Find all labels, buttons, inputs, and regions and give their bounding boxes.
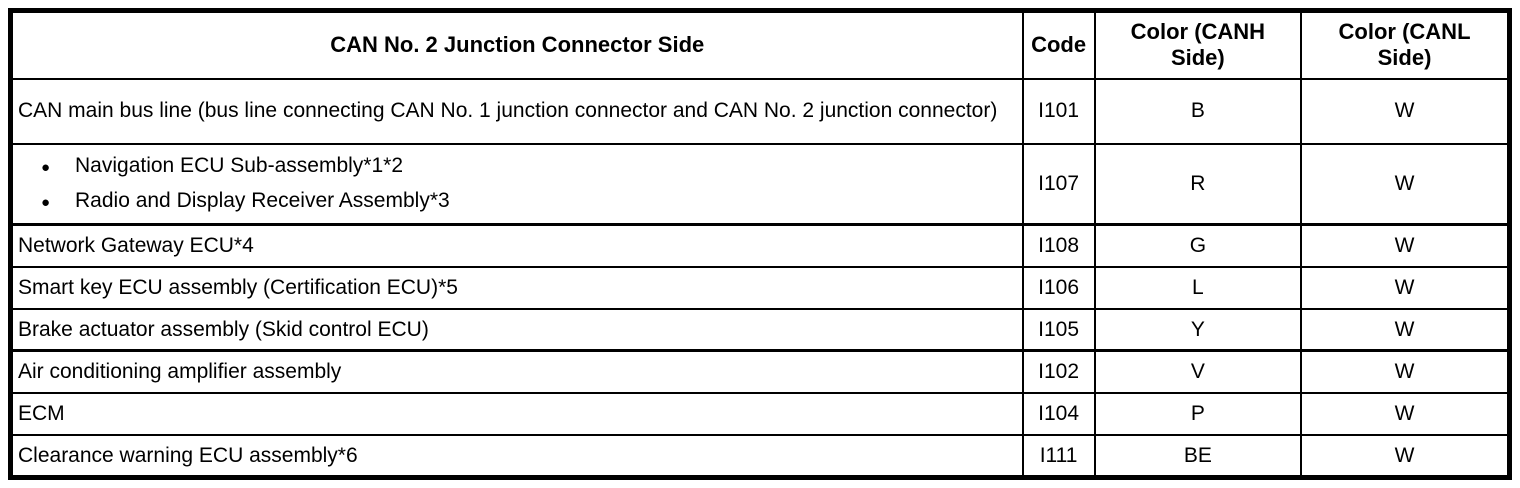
- header-connector-side-label: CAN No. 2 Junction Connector Side: [330, 32, 705, 58]
- color-canl-cell: W: [1300, 434, 1511, 479]
- color-canl-cell: W: [1300, 392, 1511, 437]
- bullet-label: Radio and Display Receiver Assembly*3: [75, 189, 450, 213]
- color-canl-cell: W: [1300, 349, 1511, 395]
- table-row: CAN main bus line (bus line connecting C…: [9, 77, 1511, 146]
- device-label: Clearance warning ECU assembly*6: [18, 443, 358, 467]
- header-color-canl-label: Color (CANL Side): [1338, 19, 1471, 71]
- table-header: CAN No. 2 Junction Connector Side Code C…: [9, 9, 1511, 80]
- code-cell: I107: [1021, 143, 1096, 227]
- bullet-list-item: ● Radio and Display Receiver Assembly*3: [41, 184, 1016, 219]
- device-label: CAN main bus line (bus line connecting C…: [18, 99, 998, 123]
- code-cell: I108: [1021, 223, 1096, 268]
- table-body: CAN main bus line (bus line connecting C…: [9, 77, 1511, 479]
- color-canl-cell: W: [1300, 143, 1511, 227]
- device-cell: Air conditioning amplifier assembly: [9, 349, 1024, 395]
- code-cell: I111: [1021, 434, 1096, 479]
- code-cell: I106: [1021, 265, 1096, 310]
- device-label: Brake actuator assembly (Skid control EC…: [18, 317, 429, 341]
- header-code: Code: [1021, 9, 1096, 80]
- bullet-icon: ●: [41, 194, 51, 212]
- color-canh-cell: V: [1093, 349, 1303, 395]
- header-color-canh: Color (CANH Side): [1093, 9, 1303, 80]
- code-cell: I105: [1021, 307, 1096, 353]
- device-label: Air conditioning amplifier assembly: [18, 360, 342, 384]
- header-color-canl: Color (CANL Side): [1300, 9, 1511, 80]
- table-row: Smart key ECU assembly (Certification EC…: [9, 265, 1511, 310]
- device-cell: Smart key ECU assembly (Certification EC…: [9, 265, 1024, 310]
- device-cell: Clearance warning ECU assembly*6: [9, 434, 1024, 479]
- color-canh-cell: B: [1093, 77, 1303, 146]
- color-canl-cell: W: [1300, 223, 1511, 268]
- color-canh-cell: R: [1093, 143, 1303, 227]
- device-label: Network Gateway ECU*4: [18, 233, 254, 257]
- color-canl-cell: W: [1300, 77, 1511, 146]
- header-row: CAN No. 2 Junction Connector Side Code C…: [9, 9, 1511, 80]
- color-canl-cell: W: [1300, 307, 1511, 353]
- device-label: Smart key ECU assembly (Certification EC…: [18, 275, 458, 299]
- header-connector-side: CAN No. 2 Junction Connector Side: [9, 9, 1024, 80]
- can-junction-connector-table: CAN No. 2 Junction Connector Side Code C…: [8, 8, 1512, 480]
- color-canh-cell: L: [1093, 265, 1303, 310]
- bullet-list-item: ● Navigation ECU Sub-assembly*1*2: [41, 149, 1016, 184]
- bullet-label: Navigation ECU Sub-assembly*1*2: [75, 154, 403, 178]
- device-cell: CAN main bus line (bus line connecting C…: [9, 77, 1024, 146]
- color-canh-cell: P: [1093, 392, 1303, 437]
- code-cell: I102: [1021, 349, 1096, 395]
- device-label: ECM: [18, 402, 65, 426]
- bullet-icon: ●: [41, 159, 51, 177]
- device-cell: Network Gateway ECU*4: [9, 223, 1024, 268]
- device-cell: Brake actuator assembly (Skid control EC…: [9, 307, 1024, 353]
- color-canl-cell: W: [1300, 265, 1511, 310]
- color-canh-cell: G: [1093, 223, 1303, 268]
- code-cell: I104: [1021, 392, 1096, 437]
- table-row: Brake actuator assembly (Skid control EC…: [9, 307, 1511, 353]
- header-code-label: Code: [1031, 32, 1087, 58]
- device-cell: ● Navigation ECU Sub-assembly*1*2 ● Radio a…: [9, 143, 1024, 227]
- table-row: ● Navigation ECU Sub-assembly*1*2 ● Radio a…: [9, 143, 1511, 227]
- color-canh-cell: Y: [1093, 307, 1303, 353]
- color-canh-cell: BE: [1093, 434, 1303, 479]
- device-cell: ECM: [9, 392, 1024, 437]
- header-color-canh-label: Color (CANH Side): [1130, 19, 1266, 71]
- code-cell: I101: [1021, 77, 1096, 146]
